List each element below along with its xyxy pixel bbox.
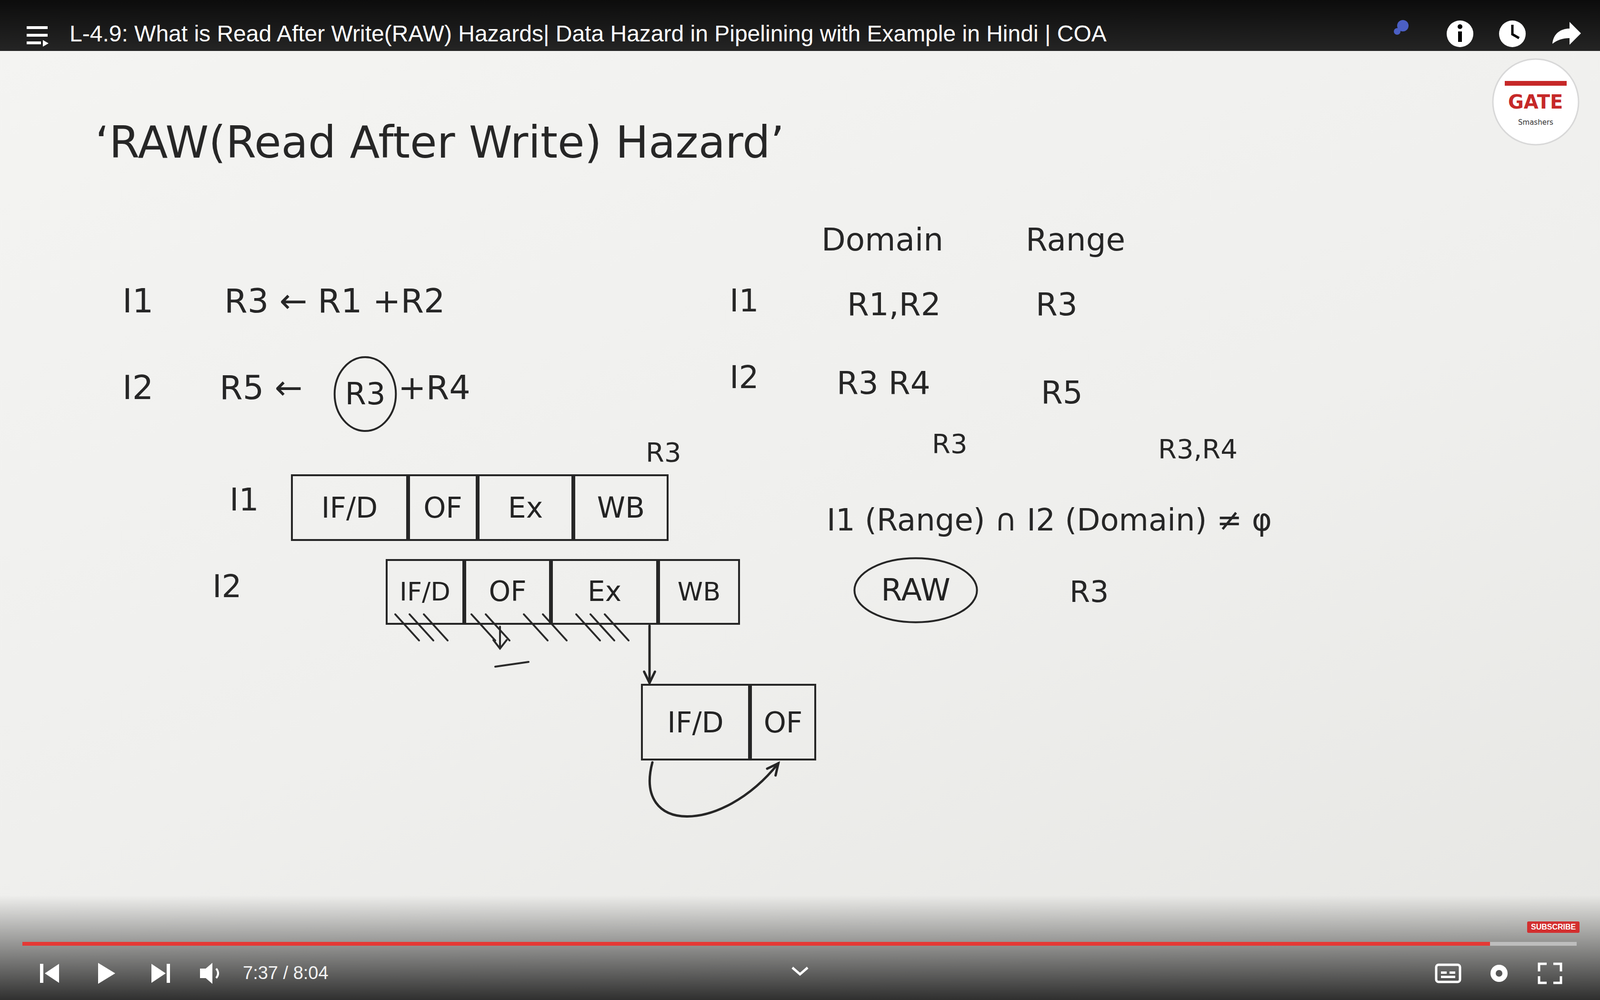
time-display: 7:37 / 8:04 (242, 962, 329, 984)
settings-dot-icon (1393, 20, 1409, 35)
video-title: L-4.9: What is Read After Write(RAW) Haz… (69, 20, 1107, 47)
instruction-name: I2 (122, 368, 154, 408)
pipeline-stage: IF/D (290, 474, 409, 541)
pipeline-stage: IF/D (640, 683, 750, 761)
pipeline-row-name: I2 (212, 568, 242, 605)
title-bar (0, 0, 1600, 51)
info-icon (1446, 20, 1474, 48)
table-cell: R3 R4 (836, 365, 931, 402)
circled-result: RAW (851, 556, 980, 625)
connector-line (649, 762, 779, 817)
node-text: Ex (587, 576, 622, 608)
column-heading: Range (1025, 221, 1126, 259)
logo-circle (1492, 59, 1579, 145)
table-cell: I2 (729, 359, 759, 396)
node-text: Ex (508, 491, 543, 524)
node-text: RAW (880, 573, 950, 607)
pipeline-stage: OF (750, 683, 817, 761)
node-text: IF/D (321, 491, 379, 524)
pipeline-stage: WB (658, 559, 740, 625)
share-icon (1552, 21, 1581, 45)
player-controls (40, 962, 1561, 984)
annotation: R3 (931, 428, 968, 460)
arrow-head (644, 671, 656, 683)
instruction-expression: R5 ← (219, 368, 303, 408)
table-cell: R5 (1040, 374, 1083, 411)
column-heading: Domain (821, 221, 944, 259)
pipeline-stage: WB (573, 474, 669, 541)
controls-gradient (0, 895, 1600, 1000)
node-text: OF (488, 576, 527, 608)
pipeline-stage: OF (464, 559, 551, 625)
annotation: R3 (645, 437, 682, 468)
node-text: OF (763, 706, 803, 739)
node-text: WB (677, 577, 721, 606)
pipeline-stage: Ex (550, 559, 659, 625)
pipeline-stage: OF (408, 474, 478, 541)
connector-line (648, 625, 651, 683)
annotation: R3,R4 (1158, 433, 1238, 465)
subscribe-badge: SUBSCRIBE (1527, 921, 1580, 933)
node-text: IF/D (399, 577, 451, 606)
connector-arrow (649, 762, 779, 817)
node-text: IF/D (667, 706, 724, 739)
pipeline-row-name: I1 (229, 481, 259, 519)
logo-text: GATE (1508, 90, 1563, 113)
hazard-condition: I1 (Range) ∩ I2 (Domain) ≠ φ (826, 502, 1272, 539)
instruction-expression: +R4 (398, 368, 471, 408)
table-cell: I1 (729, 282, 759, 320)
logo-text: Smashers (1518, 118, 1554, 127)
clock-icon (1499, 20, 1526, 48)
logo-bar (1504, 80, 1567, 86)
connector-arrow (644, 625, 656, 683)
node-text: WB (597, 491, 646, 524)
pipeline-stage: IF/D (385, 559, 465, 625)
table-cell: R3 (1035, 286, 1078, 323)
progress-played (22, 941, 1490, 946)
board-heading: ‘RAW(Read After Write) Hazard’ (95, 117, 785, 169)
menu-icon (26, 27, 49, 47)
annotation: R3 (1069, 574, 1110, 609)
stall-hatching (395, 614, 629, 667)
instruction-expression: R3 ← R1 +R2 (224, 281, 446, 321)
circled-register: R3 (333, 354, 398, 434)
node-text: OF (423, 491, 463, 524)
table-cell: R1,R2 (847, 286, 941, 323)
node-text: R3 (344, 377, 386, 411)
arrow-head (767, 763, 779, 776)
progress-track (22, 941, 1577, 946)
instruction-name: I1 (122, 281, 154, 321)
pipeline-stage: Ex (477, 474, 574, 541)
